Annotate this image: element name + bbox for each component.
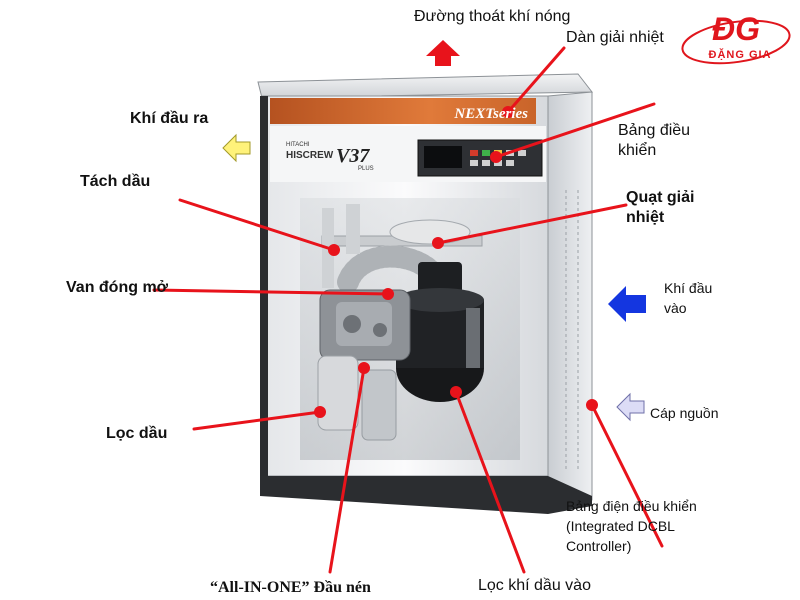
label-oil-separator: Tách dầu xyxy=(80,173,151,190)
model-prefix: HISCREW xyxy=(286,150,334,161)
model-number: V37 xyxy=(336,145,370,167)
label-controller: Bảng điện điều khiển (Integrated DCBL Co… xyxy=(566,498,697,554)
label-oil-filter: Lọc dầu xyxy=(106,425,168,442)
brand-name: HITACHI xyxy=(286,142,310,148)
power-in-left-arrow xyxy=(616,392,645,422)
label-hot-air-outlet: Đường thoát khí nóng xyxy=(414,8,571,25)
air-out-left-arrow xyxy=(222,133,251,163)
label-power-cable: Cáp nguồn xyxy=(650,405,719,421)
machine-top xyxy=(257,73,594,99)
dang-gia-logo: ĐG ĐẶNG GIA xyxy=(681,11,791,65)
hot-air-up-arrow xyxy=(426,40,460,66)
machine-side xyxy=(547,91,593,509)
pointer-intake-filter xyxy=(454,390,526,574)
pointer-cooling-fan xyxy=(436,203,628,245)
label-valve: Van đóng mở xyxy=(66,279,169,296)
pointer-control-panel xyxy=(494,102,656,159)
label-air-in: Khí đầu vào xyxy=(664,280,713,316)
series-banner xyxy=(270,98,536,124)
interior xyxy=(300,198,520,460)
pointer-cooler xyxy=(506,46,566,114)
model-suffix: PLUS xyxy=(358,166,374,172)
label-intake-filter: Lọc khí dầu vào xyxy=(478,577,591,594)
series-name: NEXTseries xyxy=(453,106,528,122)
pointer-oil-filter xyxy=(192,410,322,431)
pointer-oil-separator xyxy=(178,198,336,252)
label-cooling-fan: Quạt giải nhiệt xyxy=(626,189,695,226)
machine-base xyxy=(260,476,592,514)
label-control-panel: Bảng điều khiển xyxy=(618,122,691,159)
label-compressor: “All-IN-ONE” Đầu nén xyxy=(210,579,371,596)
logo-text: ĐẶNG GIA xyxy=(709,48,772,61)
arrows xyxy=(222,40,646,422)
label-cooler: Dàn giải nhiệt xyxy=(566,29,664,46)
pointer-power-cable xyxy=(590,403,664,548)
pointers xyxy=(152,46,664,574)
pointer-compressor xyxy=(328,366,366,574)
pointer-valve xyxy=(152,288,390,296)
label-air-out: Khí đầu ra xyxy=(130,110,209,127)
logo-mark: ĐG xyxy=(712,11,760,47)
air-in-left-arrow xyxy=(608,286,646,322)
